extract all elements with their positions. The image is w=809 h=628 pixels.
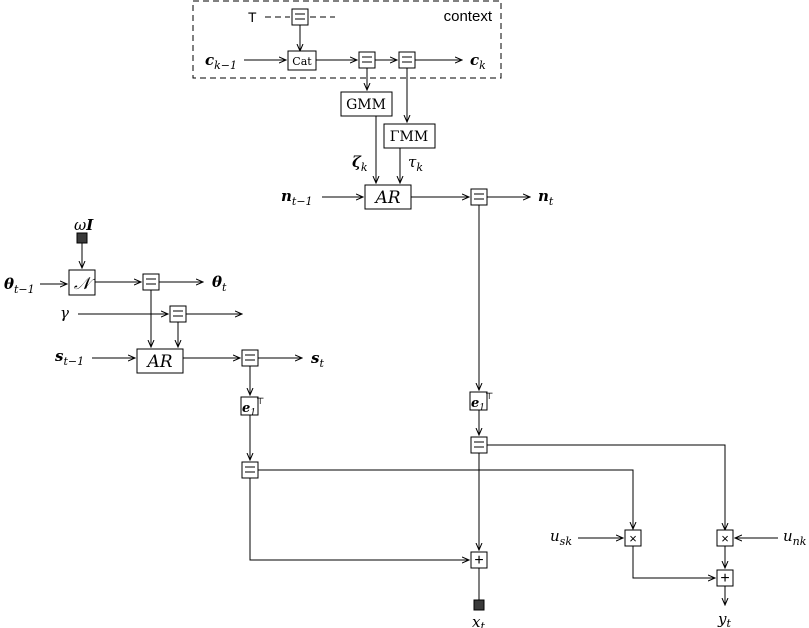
- times-node-n: ×: [716, 529, 734, 547]
- c-next-label: ck: [470, 51, 486, 72]
- equality-node-c2: [398, 51, 416, 69]
- times-node-s: ×: [624, 529, 642, 547]
- gmm-label: GMM: [346, 97, 386, 113]
- gamma-mm-node: [383, 123, 436, 149]
- edge-eqn2-times-n: [487, 444, 725, 530]
- e1-s-label: e1⊤: [242, 397, 264, 418]
- gamma-mm-label: ΓMM: [390, 129, 428, 145]
- gamma-label: γ: [60, 304, 69, 322]
- omega-prior-node: [76, 232, 88, 244]
- y-t-label: yt: [717, 610, 731, 628]
- svg-text:+: +: [474, 552, 483, 569]
- context-label: context: [444, 8, 493, 25]
- n-next-label: nt: [538, 187, 554, 208]
- u-sk-label: usk: [550, 527, 572, 548]
- c-prev-label: ck−1: [205, 51, 237, 72]
- ar-node-s: [136, 348, 184, 374]
- equality-node-s2: [241, 461, 259, 479]
- svg-text:+: +: [720, 570, 729, 587]
- n-prev-label: nt−1: [281, 187, 313, 208]
- xt-observation-node: [473, 599, 485, 611]
- s-prev-label: st−1: [55, 347, 84, 368]
- edge-eqs2-plus: [249, 478, 469, 560]
- omega-label: ωI: [74, 216, 94, 234]
- normal-node: [68, 269, 96, 296]
- equality-node-s: [241, 349, 259, 367]
- ar-n-label: AR: [373, 188, 400, 208]
- svg-text:×: ×: [629, 531, 637, 546]
- edge-eqs2-times-s: [258, 469, 633, 529]
- ar-node-n: [364, 184, 412, 210]
- zeta-label: ζk: [352, 153, 368, 174]
- plus-node-x: +: [470, 551, 488, 569]
- cat-label: Cat: [292, 55, 312, 68]
- equality-node-theta: [142, 273, 160, 291]
- ar-s-label: AR: [145, 352, 172, 372]
- equality-node-n2: [470, 436, 488, 454]
- equality-node-T: [291, 8, 309, 26]
- x-t-label: xt: [472, 613, 485, 628]
- T-label: T: [248, 9, 257, 25]
- theta-next-label: θt: [212, 273, 227, 294]
- theta-prev-label: θt−1: [4, 275, 35, 296]
- edge-times-s-plus-y: [632, 546, 715, 578]
- equality-node-c1: [358, 51, 376, 69]
- e1-n-label: e1⊤: [471, 392, 493, 413]
- equality-node-gamma: [169, 305, 187, 323]
- gmm-node: [340, 91, 393, 117]
- svg-text:×: ×: [721, 531, 729, 546]
- plus-node-y: +: [716, 569, 734, 587]
- s-next-label: st: [311, 349, 324, 370]
- tau-label: τk: [408, 153, 423, 174]
- u-nk-label: unk: [783, 527, 807, 548]
- context-region: [192, 0, 502, 79]
- equality-node-n: [470, 188, 488, 206]
